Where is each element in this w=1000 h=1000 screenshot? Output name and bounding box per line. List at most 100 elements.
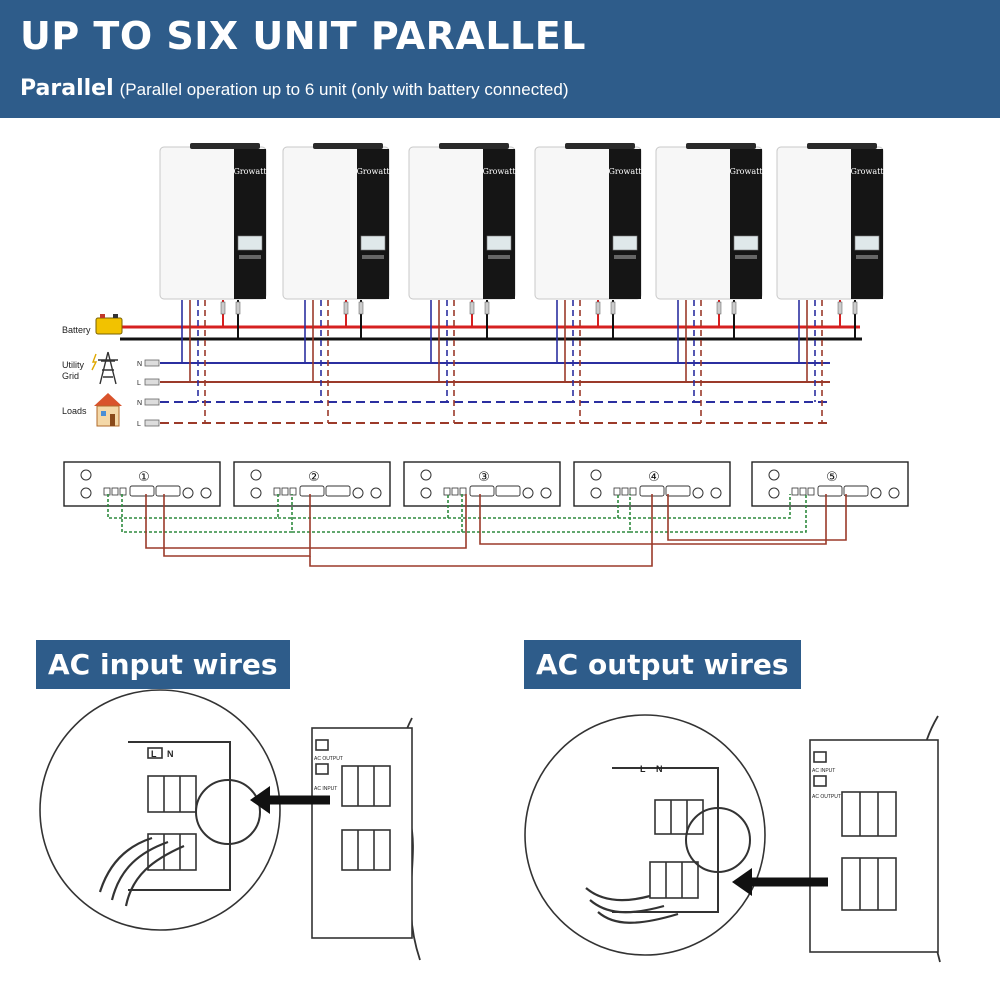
green-cable-a (107, 494, 791, 519)
board-port-small (443, 487, 451, 496)
ac-input-illustration (39, 689, 421, 961)
inverter-top-lip (190, 143, 260, 149)
load-neutral-tag: N (137, 400, 142, 407)
inverter-brand-logo: Growatt (729, 167, 763, 176)
inverter-brand-logo: Growatt (233, 167, 267, 176)
board-port-small (799, 487, 807, 496)
board-number: ① (138, 470, 150, 485)
subtitle-strong: Parallel (20, 76, 114, 101)
inverter-buttons (614, 255, 636, 259)
terminal-l-right: L (640, 764, 646, 774)
board-number: ② (308, 470, 320, 485)
terminal-l-left: L (151, 749, 157, 759)
ac-output-mini-label: AC OUTPUT (812, 794, 841, 800)
board-number: ⑤ (826, 470, 838, 485)
board-port-small (791, 487, 799, 496)
page-subtitle: Parallel (Parallel operation up to 6 unit… (20, 76, 569, 101)
subtitle-note: (Parallel operation up to 6 unit (only w… (119, 80, 569, 99)
board-screw (888, 487, 900, 499)
ac-output-mini-label-left: AC OUTPUT (314, 756, 343, 762)
board-port-small (459, 487, 467, 496)
inverter-top-lip (686, 143, 756, 149)
header-banner: UP TO SIX UNIT PARALLEL Parallel(Paralle… (0, 0, 1000, 118)
board-port-small (807, 487, 815, 496)
inverter-unit: Growatt (282, 143, 390, 423)
inverter-top-lip (807, 143, 877, 149)
board-port-small (273, 487, 281, 496)
inverter-front-panel (357, 149, 389, 299)
battery-terminal-plug (716, 301, 722, 315)
terminal-n-right: N (656, 764, 663, 774)
board-port-small (621, 487, 629, 496)
battery-icon (95, 314, 123, 335)
board-port-db9-a (817, 485, 843, 497)
board-port-db9-a (299, 485, 325, 497)
inverter-lcd-display (360, 235, 386, 251)
board-port-small (451, 487, 459, 496)
battery-terminal-plug (220, 301, 226, 315)
board-screw (352, 487, 364, 499)
terminal-n-left: N (167, 749, 174, 759)
board-screw (522, 487, 534, 499)
loads-label: Loads (62, 406, 87, 416)
inverter-lcd-display (733, 235, 759, 251)
board-port-db9-b (665, 485, 691, 497)
parallel-board: ① (63, 461, 221, 507)
board-screw (420, 469, 432, 481)
inverter-top-lip (439, 143, 509, 149)
inverter-lcd-display (237, 235, 263, 251)
inverter-lcd-display (486, 235, 512, 251)
board-screw (692, 487, 704, 499)
board-screw (182, 487, 194, 499)
battery-terminal-plug (731, 301, 737, 315)
inverter-front-panel (730, 149, 762, 299)
board-port-small (281, 487, 289, 496)
grid-label: Grid (62, 371, 79, 381)
battery-label: Battery (62, 325, 91, 335)
parallel-board: ④ (573, 461, 731, 507)
board-screw (768, 469, 780, 481)
house-icon (94, 393, 122, 427)
board-screw (420, 487, 432, 499)
wire-end-plugs (144, 359, 160, 427)
board-port-db9-b (325, 485, 351, 497)
load-line-tag: L (137, 421, 141, 428)
board-port-small (103, 487, 111, 496)
board-port-db9-a (469, 485, 495, 497)
inverter-buttons (488, 255, 510, 259)
board-screw (250, 469, 262, 481)
board-port-small (119, 487, 127, 496)
green-cable-b (121, 494, 807, 533)
inverter-unit: Growatt (776, 143, 884, 423)
inverter-brand-logo: Growatt (850, 167, 884, 176)
inverter-unit: Growatt (655, 143, 763, 423)
parallel-comm-cables (107, 494, 847, 567)
inverter-buttons (856, 255, 878, 259)
inverter-lcd-display (854, 235, 880, 251)
red-cable-c (479, 494, 827, 545)
grid-neutral-tag: N (137, 361, 142, 368)
ac-output-heading: AC output wires (524, 640, 801, 689)
parallel-board-frame (233, 461, 391, 507)
board-port-small (629, 487, 637, 496)
ac-input-mini-label: AC INPUT (314, 786, 337, 792)
inverter-front-panel (234, 149, 266, 299)
inverter-unit: Growatt (534, 143, 642, 423)
board-screw (80, 469, 92, 481)
board-screw (80, 487, 92, 499)
board-port-small (111, 487, 119, 496)
battery-terminal-plug (837, 301, 843, 315)
board-port-db9-a (129, 485, 155, 497)
board-number: ③ (478, 470, 490, 485)
red-cable-e (667, 494, 847, 541)
battery-terminal-plug (852, 301, 858, 315)
board-screw (590, 469, 602, 481)
parallel-board: ③ (403, 461, 561, 507)
board-screw (370, 487, 382, 499)
inverter-brand-logo: Growatt (608, 167, 642, 176)
board-screw (768, 487, 780, 499)
red-cable-b (163, 494, 311, 557)
parallel-board-frame (63, 461, 221, 507)
inverter-unit: Growatt (408, 143, 516, 423)
